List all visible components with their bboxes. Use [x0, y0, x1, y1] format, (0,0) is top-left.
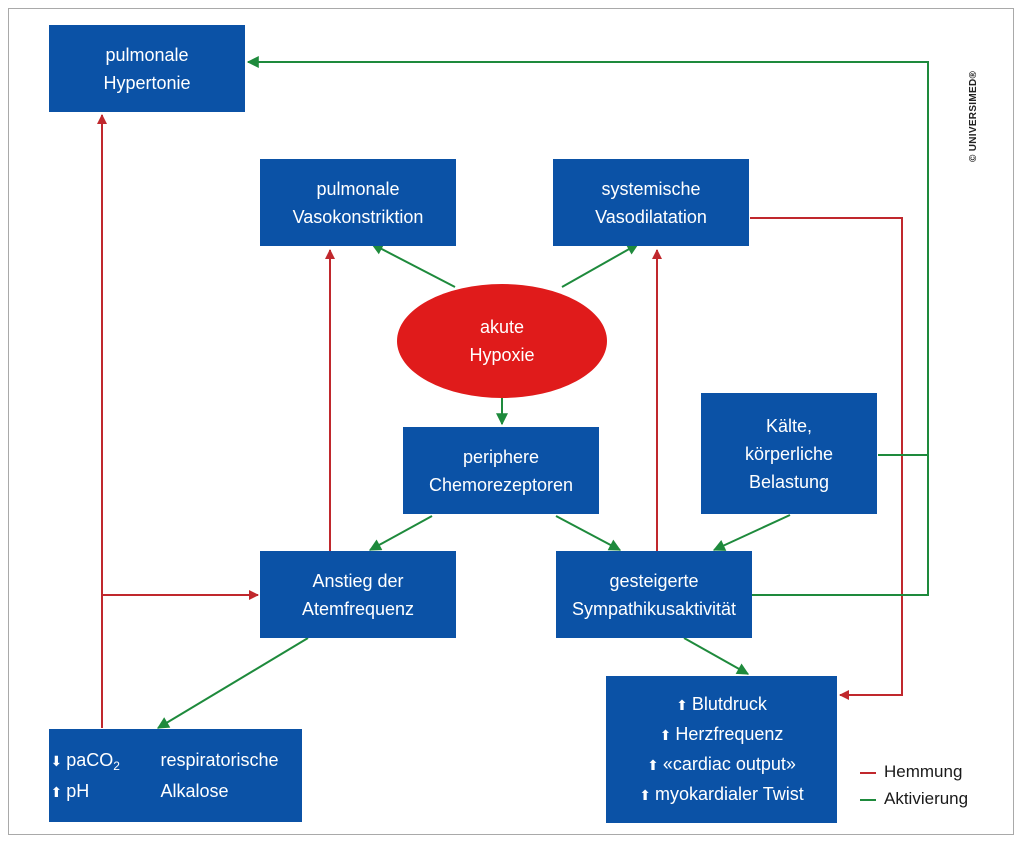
- effect-cardiac-output: «cardiac output»: [647, 750, 796, 780]
- arrow-hypoxie-to-vasokonstriktion: [370, 243, 456, 288]
- arrow-atemfrequenz-to-alkalose: [156, 637, 309, 729]
- diagram-frame: [8, 8, 1014, 835]
- legend-hemmung: Hemmung: [884, 762, 962, 782]
- arrow-vasodilatation-to-effects: [750, 217, 903, 700]
- node-text-line: Hypoxie: [469, 345, 535, 365]
- arrow-chemorezeptoren-to-sympathikus: [555, 515, 622, 551]
- node-gesteigerte-sympathikusaktivitaet: gesteigerte Sympathikusaktivität: [556, 551, 752, 638]
- node-text-line: Atemfrequenz: [301, 598, 415, 619]
- paco2-subscript: 2: [113, 758, 120, 773]
- node-text-line: Sympathikusaktivität: [571, 598, 737, 619]
- ph-text: pH: [66, 780, 90, 801]
- alkalose-label-line: Alkalose: [160, 781, 229, 801]
- ph-up: pH: [51, 777, 151, 806]
- node-text-line: Anstieg der: [312, 570, 404, 591]
- node-text-line: periphere: [462, 446, 540, 467]
- node-text-line: Chemorezeptoren: [428, 474, 574, 495]
- node-text-line: pulmonale: [105, 44, 189, 65]
- effect-blutdruck: Blutdruck: [676, 690, 767, 720]
- node-text-line: Vasodilatation: [595, 206, 707, 227]
- node-text-line: Vasokonstriktion: [292, 206, 424, 227]
- node-text-line: akute: [479, 317, 525, 337]
- alkalose-label-line: respiratorische: [160, 750, 279, 770]
- node-text-line: systemische: [601, 178, 701, 199]
- node-text-line: pulmonale: [316, 178, 400, 199]
- node-systemische-vasodilatation: systemische Vasodilatation: [553, 159, 749, 246]
- legend-aktivierung: Aktivierung: [884, 789, 968, 809]
- effect-myokardialer-twist: myokardialer Twist: [639, 780, 804, 810]
- node-text-line: Belastung: [748, 471, 830, 492]
- node-text-line: gesteigerte: [609, 570, 699, 591]
- paco2-down: paCO2: [51, 746, 151, 775]
- legend-aktivierung-label: Aktivierung: [884, 789, 969, 808]
- node-anstieg-atemfrequenz: Anstieg der Atemfrequenz: [260, 551, 456, 638]
- paco2-text: paCO: [66, 749, 114, 770]
- effect-herzfrequenz: Herzfrequenz: [660, 720, 783, 750]
- node-kardiovaskulaere-effekte: Blutdruck Herzfrequenz «cardiac output» …: [606, 676, 837, 823]
- node-pulmonale-hypertonie: pulmonale Hypertonie: [49, 25, 245, 112]
- node-text-line: Hypertonie: [103, 72, 191, 93]
- node-respiratorische-alkalose: paCO2 respiratorische pH Alkalose: [49, 729, 302, 822]
- node-text-line: körperliche: [744, 443, 834, 464]
- copyright-notice: © UNIVERSIMED®: [968, 70, 979, 162]
- node-pulmonale-vasokonstriktion: pulmonale Vasokonstriktion: [260, 159, 456, 246]
- legend-hemmung-label: Hemmung: [884, 762, 963, 781]
- arrow-sympathikus-to-hypertonie: [246, 56, 929, 596]
- arrow-sympathikus-to-effects: [683, 637, 750, 675]
- arrow-chemorezeptoren-to-atemfrequenz: [368, 515, 433, 551]
- node-kaelte-belastung: Kälte, körperliche Belastung: [701, 393, 877, 514]
- arrow-hypoxie-to-vasodilatation: [561, 243, 640, 288]
- arrow-kaelte-to-sympathikus: [712, 514, 791, 551]
- node-periphere-chemorezeptoren: periphere Chemorezeptoren: [403, 427, 599, 514]
- node-text-line: Kälte,: [765, 415, 813, 436]
- node-akute-hypoxie: akute Hypoxie: [397, 284, 607, 398]
